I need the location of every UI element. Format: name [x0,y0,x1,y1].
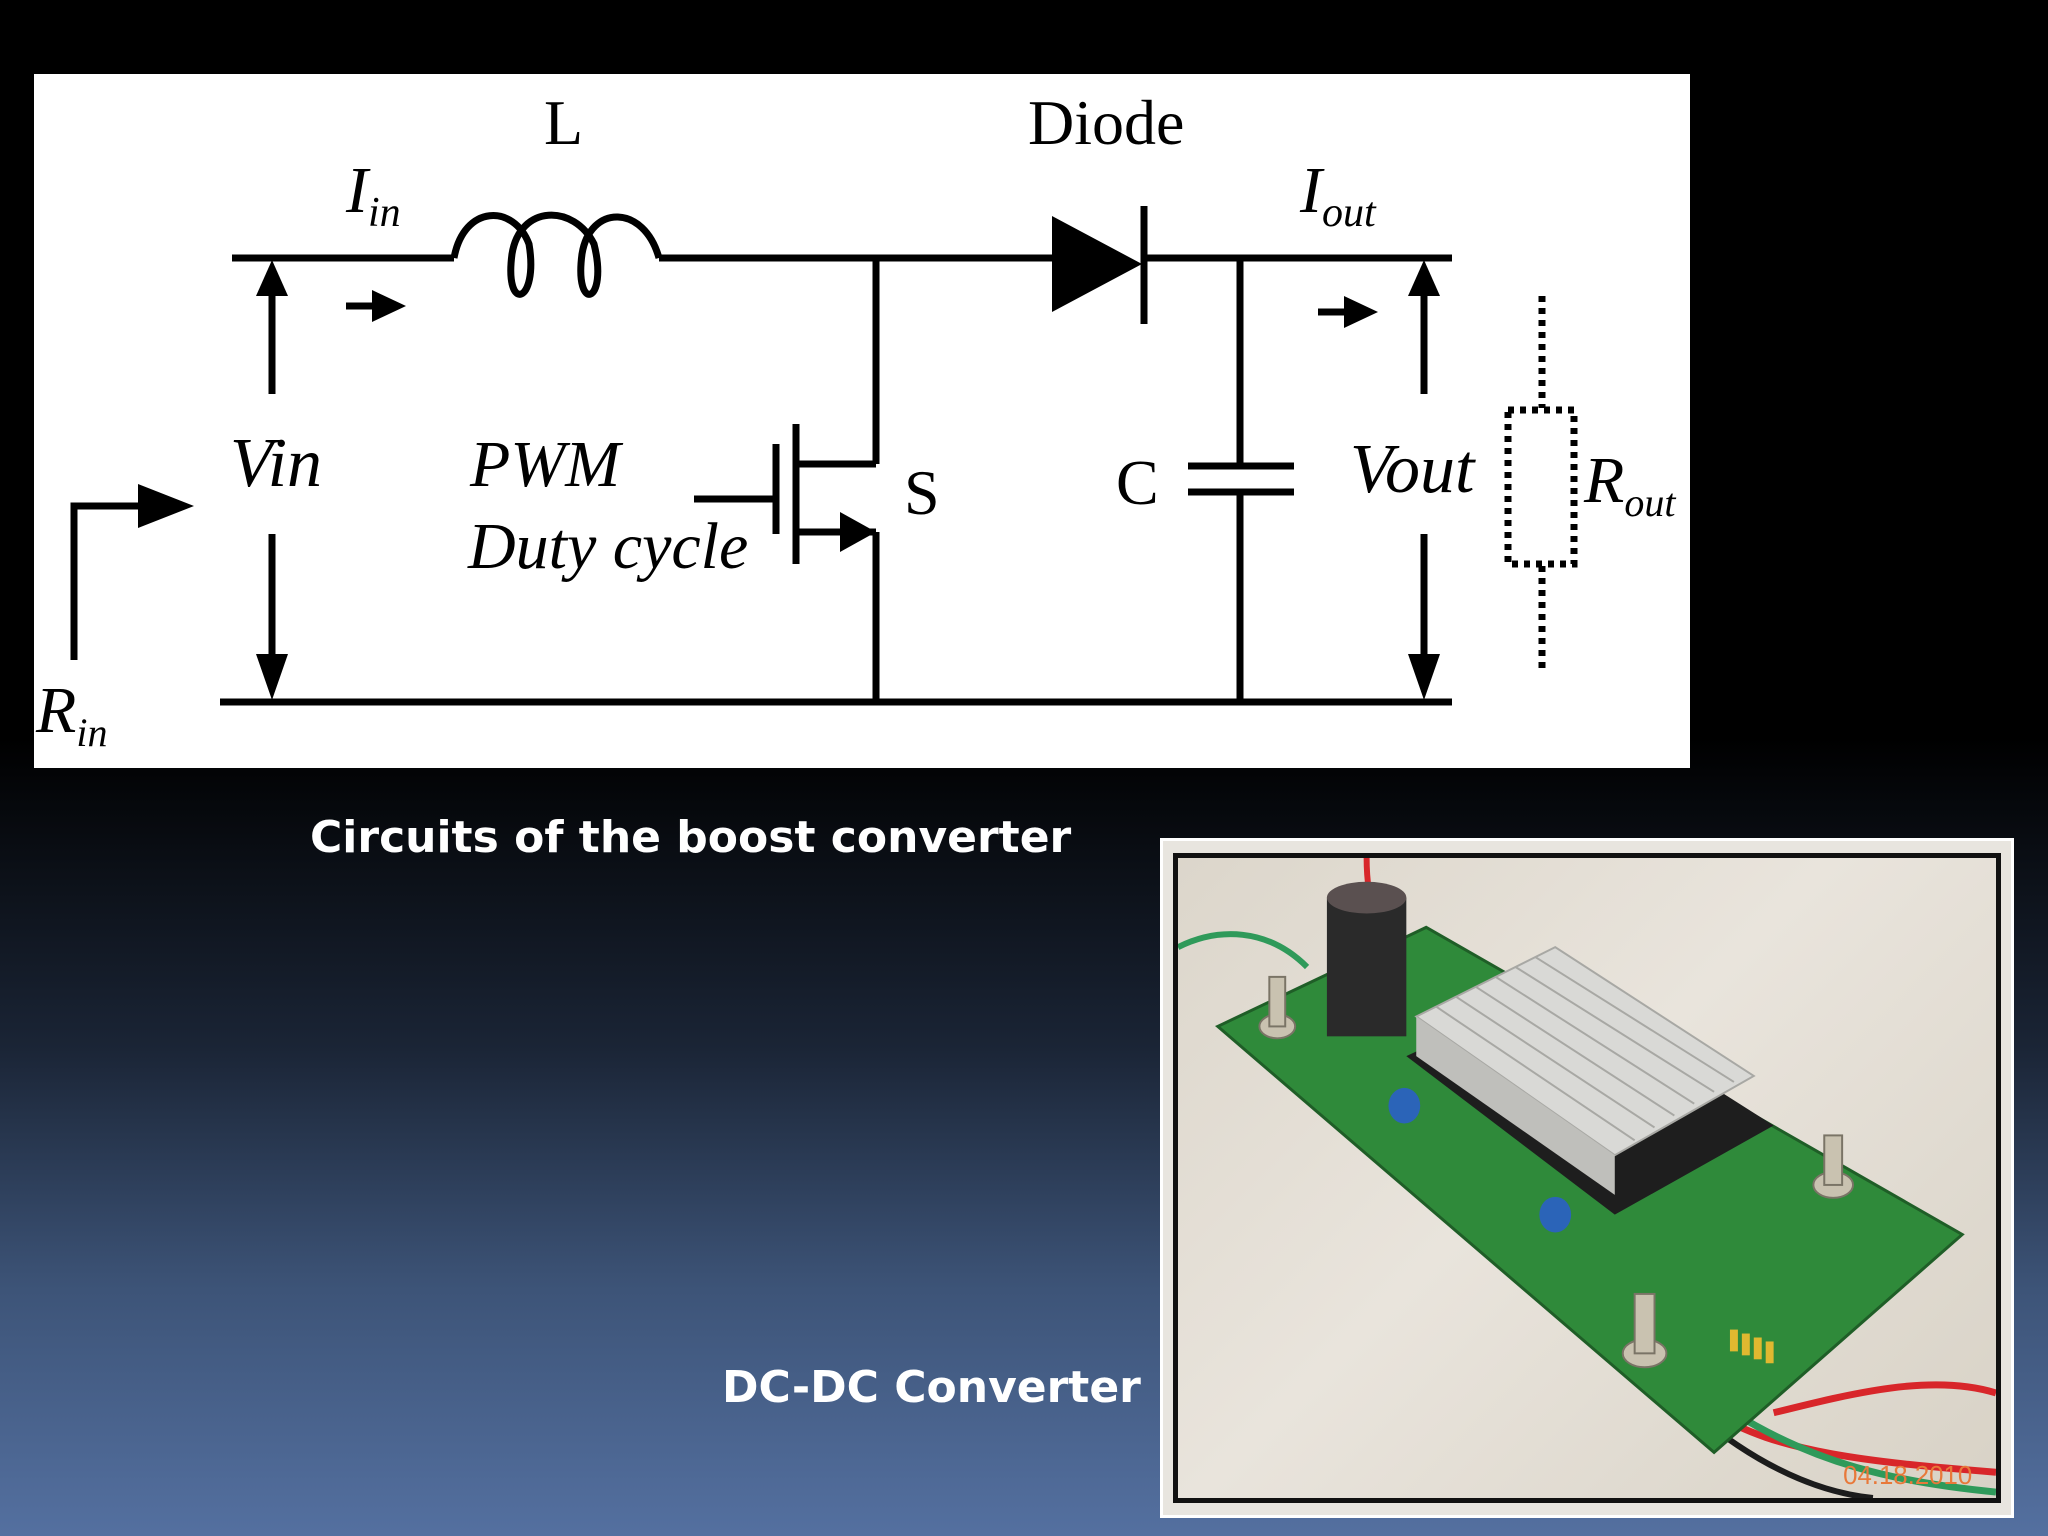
circuit-schematic: L Diode Iin Iout Vin Vout PWM Duty cycle… [35,87,1676,755]
vin-arrow-up-head [256,260,288,296]
wire-green-bottom [1732,1409,1996,1496]
capacitor-top [1326,881,1407,914]
diode-label: Diode [1028,87,1184,158]
photo-timestamp: 04.18.2010 [1843,1462,1972,1490]
terminal-posts [1258,975,1855,1369]
iin-arrow-head [372,290,406,322]
inductor-coil [450,211,663,298]
vout-arrow-down-head [1408,654,1440,700]
diode-symbol [1052,216,1142,312]
blue-capacitor-2 [1539,1196,1572,1233]
circuit-caption: Circuits of the boost converter [310,812,1072,863]
vout-label: Vout [1350,431,1476,508]
inductor-label: L [544,87,583,158]
capacitor-label: C [1116,447,1159,518]
wire-red-bottom [1772,1381,1996,1417]
wire-green-top [1178,931,1310,970]
switch-arrow [840,512,876,552]
switch-label: S [904,457,940,528]
iout-arrow-head [1344,296,1378,328]
vout-arrow-up-head [1408,260,1440,296]
rout-label: Rout [1583,444,1676,525]
converter-photo-content: 04.18.2010 [1173,853,2001,1503]
iin-label: Iin [345,154,401,236]
rin-label: Rin [35,674,107,755]
iout-label: Iout [1299,154,1377,236]
rin-arrow-shaft [70,502,144,660]
vin-arrow-down-head [256,654,288,700]
electrolytic-capacitor [1326,897,1407,1037]
heatsink-side [1416,1016,1615,1195]
vin-label: Vin [230,425,322,502]
converter-illustration: 04.18.2010 [1178,858,1996,1498]
rin-arrow-head [138,484,194,528]
rout-dotted-resistor [1504,406,1578,568]
connector-pads [1729,1329,1774,1364]
converter-photo: 04.18.2010 [1160,838,2014,1518]
photo-caption: DC-DC Converter [722,1362,1141,1413]
duty-cycle-label: Duty cycle [467,510,748,583]
boost-converter-diagram: L Diode Iin Iout Vin Vout PWM Duty cycle… [34,74,1690,768]
pwm-label: PWM [469,428,624,501]
blue-capacitor-1 [1388,1087,1421,1124]
heatsink [1414,946,1756,1157]
